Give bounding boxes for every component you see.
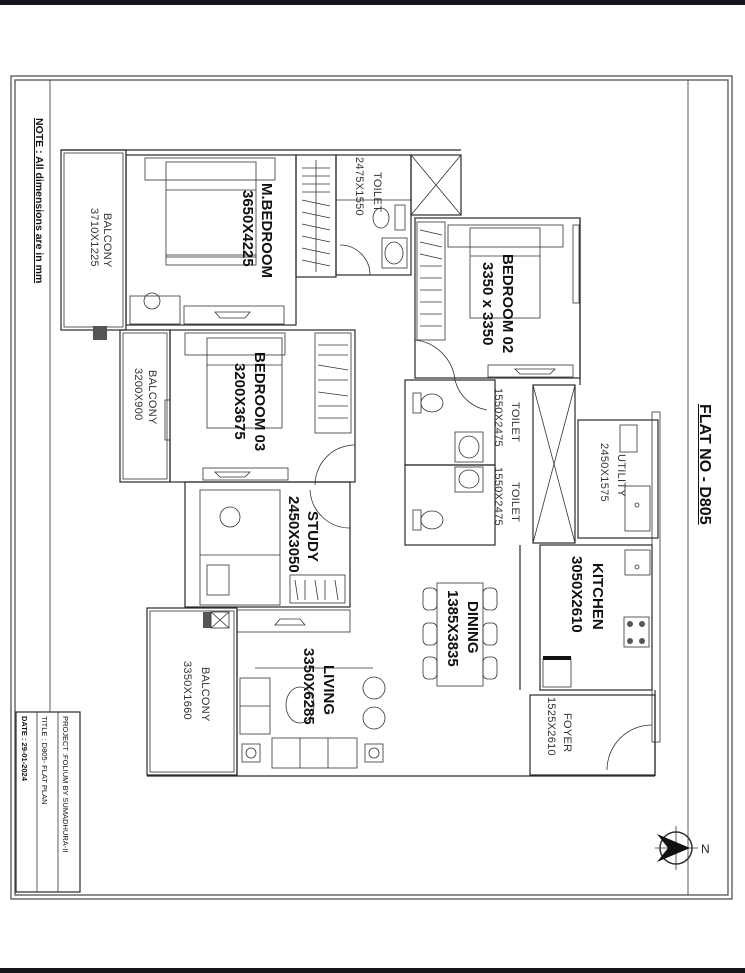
common-toilets bbox=[404, 379, 496, 546]
toilet-2-size: 1550X2475 bbox=[492, 467, 504, 526]
foyer-size: 1525X2610 bbox=[545, 697, 557, 756]
toilet-1-size: 1550X2475 bbox=[492, 388, 504, 447]
master-bedroom-size: 3650X4225 bbox=[239, 190, 256, 267]
bed3-balcony-size: 3200X900 bbox=[132, 368, 144, 421]
living-name: LIVING bbox=[320, 665, 337, 716]
dimensions-note: NOTE : All dimensions are in mm bbox=[33, 118, 45, 284]
duct bbox=[532, 384, 576, 544]
foyer-name: FOYER bbox=[561, 713, 573, 753]
title-block bbox=[15, 711, 81, 893]
master-balcony-name: BALCONY bbox=[101, 213, 113, 268]
study-walls bbox=[184, 481, 351, 608]
study-size: 2450X3050 bbox=[285, 496, 302, 573]
dining-table bbox=[422, 582, 498, 687]
bedroom-02-size: 3350 x 3350 bbox=[479, 262, 496, 346]
dining-size: 1385X3835 bbox=[444, 590, 461, 667]
balcony-living bbox=[146, 607, 238, 776]
shaft bbox=[410, 154, 462, 216]
living-balcony-size: 3350X1660 bbox=[181, 661, 193, 720]
top-edge-bar bbox=[0, 0, 745, 5]
utility-size: 2450X1575 bbox=[598, 443, 610, 502]
living-balcony-name: BALCONY bbox=[199, 667, 211, 722]
kitchen-size: 3050X2610 bbox=[568, 556, 585, 633]
kitchen-name: KITCHEN bbox=[589, 563, 606, 630]
outer-frame bbox=[10, 75, 733, 900]
kitchen-walls bbox=[539, 544, 653, 691]
master-balcony-size: 3710X1225 bbox=[88, 208, 100, 267]
title-block-title: TITLE : D805- FLAT PLAN bbox=[40, 716, 49, 805]
title-block-project: PROJECT :FOLIUM BY SUMADHURA-II bbox=[61, 716, 70, 853]
bedroom-02-name: BEDROOM 02 bbox=[499, 254, 516, 354]
north-compass-icon bbox=[655, 826, 698, 870]
master-toilet-name: TOILET bbox=[371, 172, 383, 213]
bedroom-03-size: 3200X3675 bbox=[231, 363, 248, 440]
flat-title: FLAT NO - D805 bbox=[696, 404, 713, 525]
compass-north-label: N bbox=[701, 842, 710, 856]
bottom-edge-bar bbox=[0, 968, 745, 973]
utility-name: UTILITY bbox=[615, 454, 627, 498]
inner-frame bbox=[14, 79, 729, 896]
balcony-bed3 bbox=[119, 329, 171, 483]
flat-boundary bbox=[61, 149, 656, 777]
bed3-balcony-name: BALCONY bbox=[146, 370, 158, 425]
master-wardrobe bbox=[295, 154, 337, 278]
master-toilet-size: 2475X1550 bbox=[353, 157, 365, 216]
dining-name: DINING bbox=[464, 601, 481, 654]
living-size: 3350X6285 bbox=[300, 648, 317, 725]
bedroom-03-name: BEDROOM 03 bbox=[251, 352, 268, 452]
toilet-2-name: TOILET bbox=[509, 482, 521, 523]
toilet-1-name: TOILET bbox=[509, 402, 521, 443]
study-name: STUDY bbox=[304, 511, 321, 562]
master-bedroom-name: M.BEDROOM bbox=[258, 183, 275, 278]
bedroom-02-walls bbox=[414, 217, 581, 381]
title-block-date: DATE : 29-01-2024 bbox=[20, 716, 29, 781]
